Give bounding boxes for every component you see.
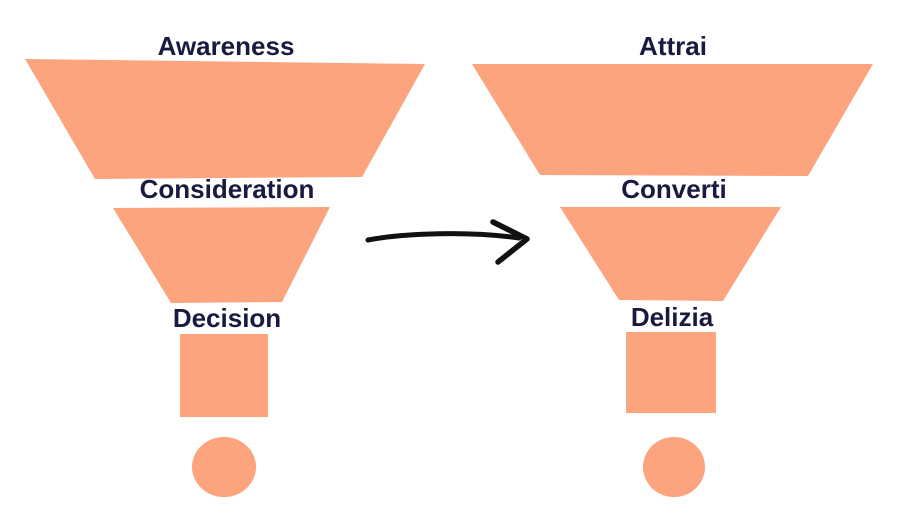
left-funnel-top-trapezoid [25,59,425,179]
right-funnel-neck-square [626,332,716,413]
right-funnel-top-trapezoid [472,64,873,176]
right-funnel-stage-3-label: Delizia [630,302,714,332]
left-funnel [25,59,425,497]
left-funnel-stage-1-label: Awareness [157,31,295,61]
left-funnel-drop-circle [192,437,256,497]
right-funnel-drop-circle [643,437,705,497]
left-funnel-neck-square [180,334,268,417]
right-funnel-middle-trapezoid [560,207,781,301]
left-funnel-stage-2-label: Consideration [139,174,315,204]
arrow-icon [365,219,530,265]
left-funnel-stage-3-label: Decision [172,303,282,333]
right-funnel-stage-1-label: Attrai [639,31,707,61]
left-funnel-middle-trapezoid [113,207,330,303]
right-funnel-stage-2-label: Converti [621,174,727,204]
right-funnel [472,64,873,497]
arrow-shaft [365,231,522,243]
arrow-head [490,219,530,265]
